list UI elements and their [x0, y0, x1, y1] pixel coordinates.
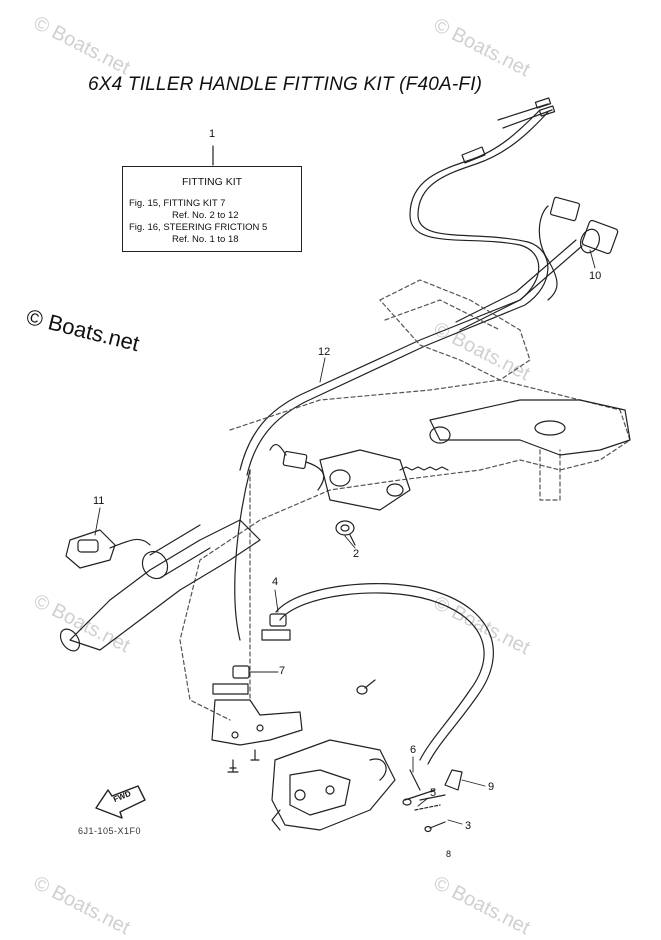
fitting-kit-box: FITTING KIT Fig. 15, FITTING KIT 7 Ref. … — [122, 166, 302, 252]
ref-number: 10 — [589, 270, 602, 282]
main-harness-connector — [455, 219, 619, 331]
steering-arm — [429, 399, 631, 456]
ref-number: 6 — [410, 744, 417, 756]
friction-assembly — [319, 449, 449, 511]
ref-number: 3 — [465, 820, 472, 832]
tiller-bracket — [179, 279, 631, 721]
fwd-arrow — [95, 785, 146, 819]
control-cables — [239, 97, 556, 476]
cable-clamp-7 — [212, 665, 250, 695]
wire-connector-top — [538, 196, 581, 301]
ref-number: 9 — [488, 781, 495, 793]
mounting-plate — [211, 699, 303, 773]
kit-line: Fig. 16, STEERING FRICTION 5 — [129, 222, 268, 233]
kit-line: Ref. No. 1 to 18 — [172, 234, 239, 245]
ref-number: 1 — [209, 128, 216, 140]
lower-cable-loop — [234, 469, 494, 765]
leader-lines — [94, 249, 596, 825]
drawing-code: 6J1-105-X1F0 — [78, 826, 142, 836]
ref-number: 2 — [353, 548, 360, 560]
ref-number: 11 — [93, 495, 105, 507]
cable-clamp-4 — [261, 613, 291, 641]
page-mark: 8 — [446, 849, 452, 859]
ref-number: 12 — [318, 346, 331, 358]
kit-heading: FITTING KIT — [181, 176, 243, 188]
page-title: 6X4 TILLER HANDLE FITTING KIT (F40A-FI) — [88, 74, 483, 95]
parts-diagram — [59, 97, 631, 833]
grommet — [335, 520, 356, 546]
ref-number: 5 — [430, 787, 437, 799]
kit-line: Ref. No. 2 to 12 — [172, 210, 239, 221]
tiller-handle — [59, 519, 261, 652]
ref-number: 4 — [272, 576, 279, 588]
cable-end-parts — [356, 679, 463, 833]
kit-line: Fig. 15, FITTING KIT 7 — [129, 198, 226, 209]
ref-number: 7 — [279, 665, 286, 677]
remote-control-box — [271, 739, 396, 831]
wire-coupler — [269, 443, 325, 491]
stop-switch — [65, 529, 151, 569]
